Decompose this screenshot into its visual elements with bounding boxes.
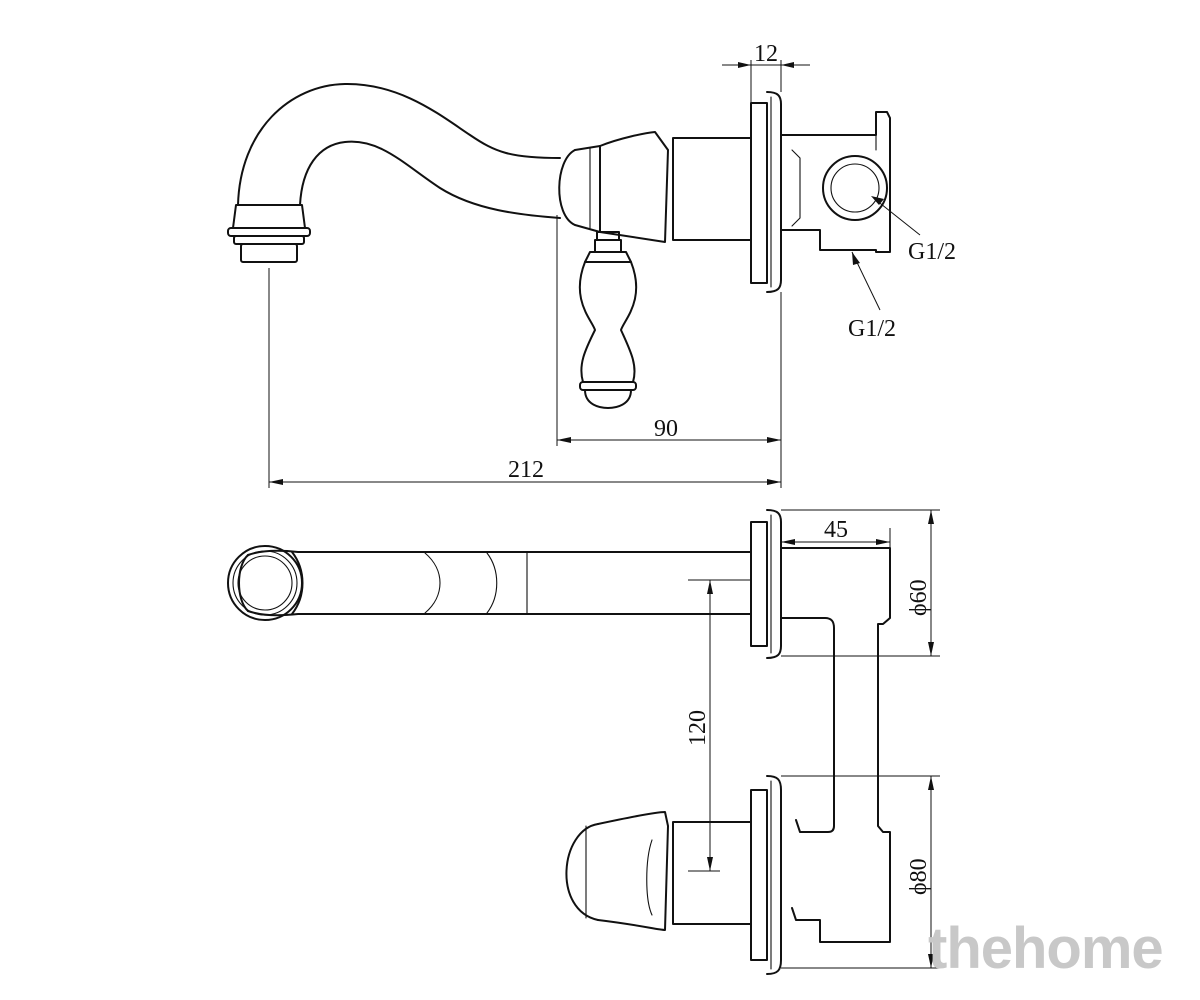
svg-text:90: 90 <box>654 416 678 442</box>
lower-flange-top <box>750 775 782 975</box>
dim-handle-projection: 90 <box>556 215 782 446</box>
thread-label-outlet: G1/2 <box>908 239 956 265</box>
watermark-logo: thehome <box>928 916 1163 981</box>
valve-dome <box>558 131 669 243</box>
upper-flange-top <box>750 509 782 659</box>
wall-flange-side <box>750 91 782 293</box>
dim-body-depth: 45 <box>781 509 940 548</box>
svg-text:45: 45 <box>824 517 848 543</box>
lever-handle <box>578 231 638 409</box>
inlet-port-inner <box>830 163 880 213</box>
spout-outline-top <box>237 82 561 206</box>
svg-text:ϕ60: ϕ60 <box>906 579 932 616</box>
svg-text:120: 120 <box>685 710 711 746</box>
dim-lower-flange-diameter: ϕ80 <box>781 775 940 969</box>
connector-body-top <box>780 547 891 943</box>
spout-aerator <box>227 204 311 263</box>
valve-cap-top <box>565 811 752 931</box>
dim-upper-flange-diameter: ϕ60 <box>781 510 940 657</box>
svg-text:ϕ80: ϕ80 <box>906 858 932 895</box>
dim-spout-reach: 212 <box>268 268 782 488</box>
side-view: G1/2 G1/2 12 90 212 <box>227 41 956 488</box>
connector-sleeve <box>672 137 752 241</box>
dim-center-distance: 120 <box>685 579 751 872</box>
dim-flange-thickness: 12 <box>722 41 810 103</box>
svg-text:12: 12 <box>754 41 778 67</box>
svg-text:212: 212 <box>508 457 544 483</box>
thread-label-inlet: G1/2 <box>848 316 896 342</box>
spout-arm-top <box>238 549 752 617</box>
inlet-port-outer <box>822 155 888 221</box>
mounting-bracket <box>780 111 891 253</box>
top-view: 45 ϕ60 ϕ80 120 <box>227 509 940 975</box>
spout-outline-bottom <box>299 140 561 219</box>
